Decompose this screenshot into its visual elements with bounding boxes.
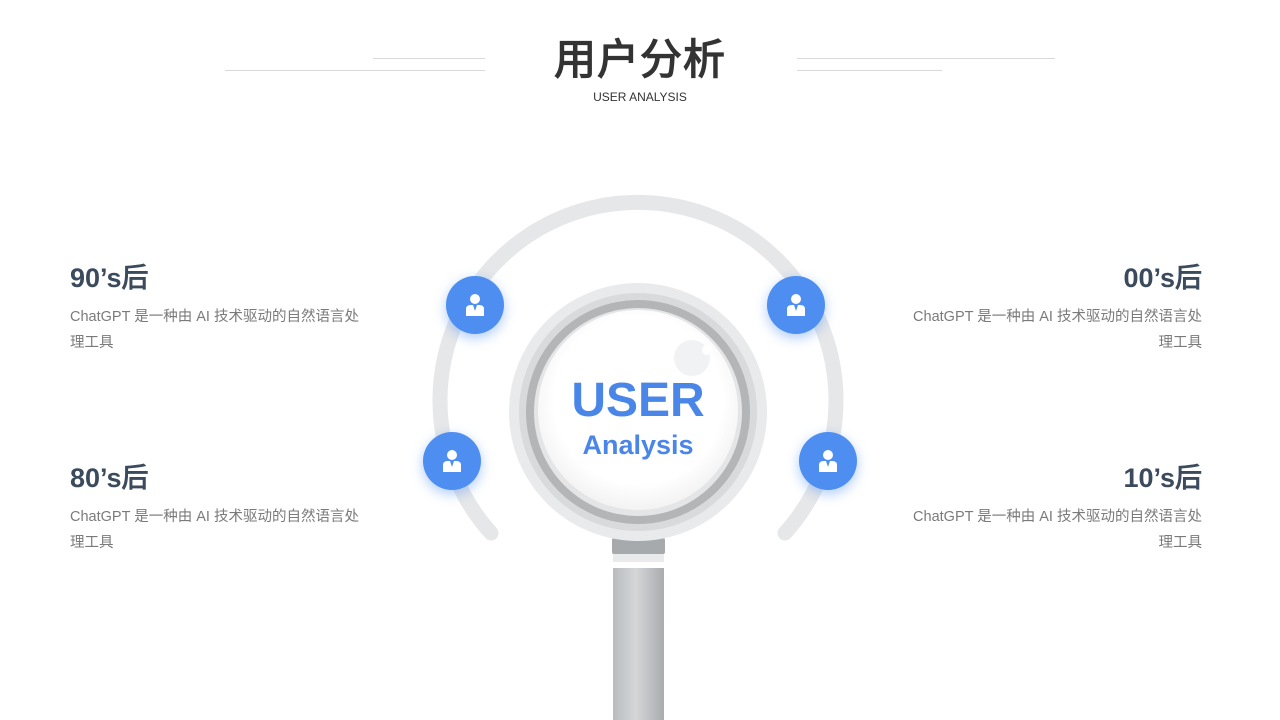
user-badge-10s [799,432,857,490]
center-sub-text: Analysis [582,430,694,460]
center-main-text: USER [571,374,705,427]
group-10s: 10’s后 ChatGPT 是一种由 AI 技术驱动的自然语言处理工具 [902,462,1202,556]
lens-highlight [674,340,710,376]
magnifier-neck [612,538,665,554]
group-description: ChatGPT 是一种由 AI 技术驱动的自然语言处理工具 [70,309,359,351]
group-heading: 00’s后 [1123,263,1202,293]
group-00s: 00’s后 ChatGPT 是一种由 AI 技术驱动的自然语言处理工具 [902,262,1202,356]
user-icon [819,450,837,472]
user-icon [787,294,805,316]
user-badge-80s [423,432,481,490]
group-description: ChatGPT 是一种由 AI 技术驱动的自然语言处理工具 [70,509,359,551]
title-decoration-line [797,70,942,71]
group-80s: 80’s后 ChatGPT 是一种由 AI 技术驱动的自然语言处理工具 [70,462,370,556]
group-90s: 90’s后 ChatGPT 是一种由 AI 技术驱动的自然语言处理工具 [70,262,370,356]
page-subtitle: USER ANALYSIS [593,90,687,104]
user-badge-00s [767,276,825,334]
group-description: ChatGPT 是一种由 AI 技术驱动的自然语言处理工具 [913,509,1202,551]
group-heading: 90’s后 [70,263,149,293]
title-decoration-line [797,58,1055,59]
outer-arc [432,194,844,541]
user-icon [443,450,461,472]
group-heading: 80’s后 [70,463,149,493]
magnifier-handle [613,560,664,720]
title-decoration-line [225,70,485,71]
magnifier-band [613,554,664,562]
group-description: ChatGPT 是一种由 AI 技术驱动的自然语言处理工具 [913,309,1202,351]
user-icon [466,294,484,316]
title-decoration-line [373,58,485,59]
page-title: 用户分析 [553,36,726,83]
group-heading: 10’s后 [1123,463,1202,493]
user-badge-90s [446,276,504,334]
